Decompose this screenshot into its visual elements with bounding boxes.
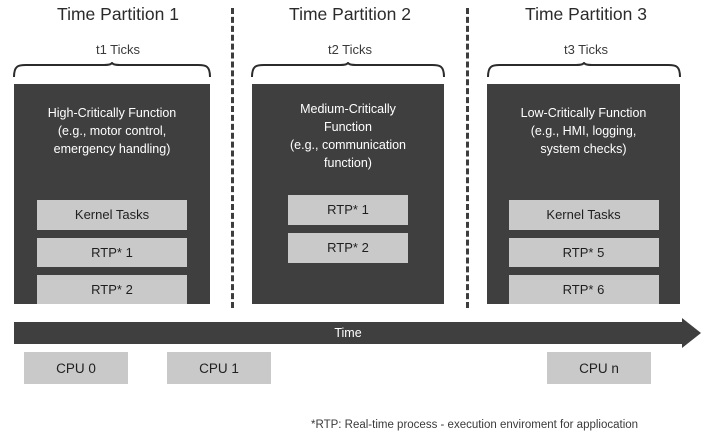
partition-3-function-block: Low-Critically Function (e.g., HMI, logg… — [487, 84, 680, 304]
partition-3-task-1: RTP* 5 — [508, 237, 659, 267]
partition-1-ticks-label: t1 Ticks — [95, 42, 141, 57]
timeline-bar: Time — [14, 322, 682, 344]
partition-2-brace — [250, 62, 446, 78]
partition-1-function-desc: High-Critically Function (e.g., motor co… — [47, 106, 177, 157]
timeline-arrow-head — [682, 318, 701, 348]
partition-1-function-block: High-Critically Function (e.g., motor co… — [14, 84, 210, 304]
cpu-box-2: CPU n — [547, 352, 651, 384]
partition-2-function-desc: Medium-Critically Function (e.g., commun… — [289, 102, 407, 171]
partition-2-title: Time Partition 2 — [289, 4, 411, 24]
partition-1-title: Time Partition 1 — [57, 4, 179, 24]
footnote: *RTP: Real-time process - execution envi… — [311, 419, 639, 431]
partition-2-task-0: RTP* 1 — [288, 194, 408, 225]
partition-3-function-desc: Low-Critically Function (e.g., HMI, logg… — [520, 106, 647, 157]
partition-1-task-0: Kernel Tasks — [37, 200, 187, 230]
partition-3-brace — [486, 62, 682, 78]
partition-1-brace — [12, 62, 212, 78]
timeline-label: Time — [334, 326, 362, 340]
partition-2-task-1: RTP* 2 — [288, 232, 408, 263]
partition-3-task-0: Kernel Tasks — [508, 200, 659, 230]
partition-2-function-block: Medium-Critically Function (e.g., commun… — [252, 84, 444, 304]
partition-1-task-1: RTP* 1 — [37, 237, 187, 267]
partition-3-title: Time Partition 3 — [525, 4, 647, 24]
partition-separator-2 — [466, 8, 469, 308]
partition-3-task-2: RTP* 6 — [508, 274, 659, 304]
cpu-box-1: CPU 1 — [167, 352, 271, 384]
partition-1-task-2: RTP* 2 — [37, 274, 187, 304]
timeline-arrow: Time — [14, 318, 701, 348]
partition-3-ticks-label: t3 Ticks — [563, 42, 609, 57]
partition-2-ticks-label: t2 Ticks — [327, 42, 373, 57]
partition-separator-1 — [231, 8, 234, 308]
cpu-box-0: CPU 0 — [24, 352, 128, 384]
